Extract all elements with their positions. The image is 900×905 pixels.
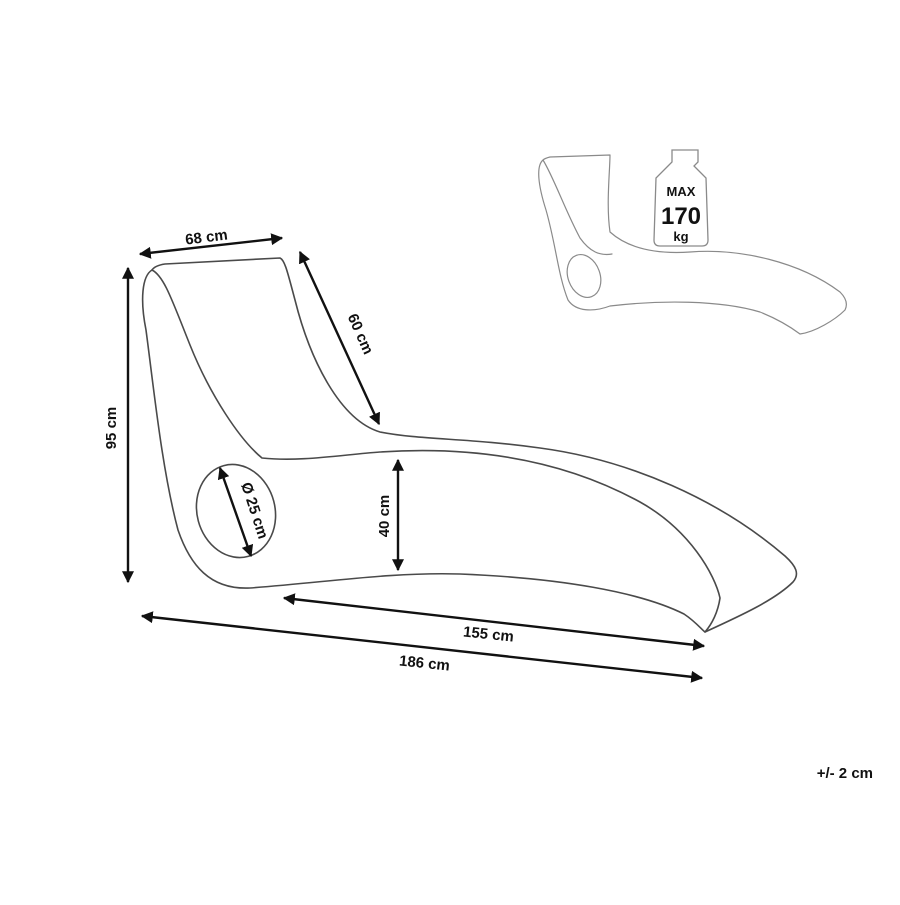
weight-badge-max: MAX — [667, 184, 696, 199]
total-length-dimension-arrow — [140, 611, 704, 683]
backrest-length-label: 60 cm — [344, 311, 377, 357]
lounger-side-outline — [141, 257, 798, 633]
thumbnail-outline — [538, 154, 847, 335]
base-length-label: 155 cm — [462, 623, 514, 645]
seat-height-label: 40 cm — [376, 495, 393, 538]
hole-diameter-arrow — [217, 466, 254, 558]
dimension-lines — [122, 233, 706, 683]
width-dimension-arrow — [138, 233, 284, 259]
total-length-label: 186 cm — [398, 652, 450, 674]
tolerance-note: +/- 2 cm — [817, 765, 873, 782]
lounger-main-view — [141, 257, 798, 633]
backrest-dimension-arrow — [298, 250, 381, 426]
height-label: 95 cm — [103, 407, 120, 450]
weight-badge-value: 170 — [661, 203, 701, 230]
thumbnail-inner-edge — [542, 159, 613, 256]
lounger-inner-edge — [151, 269, 721, 633]
lounger-thumbnail-view: MAX 170 kg — [538, 149, 847, 335]
thumbnail-hole — [566, 254, 602, 298]
weight-badge-unit: kg — [673, 229, 688, 244]
weight-badge-shape — [653, 149, 709, 247]
width-label: 68 cm — [184, 227, 228, 249]
